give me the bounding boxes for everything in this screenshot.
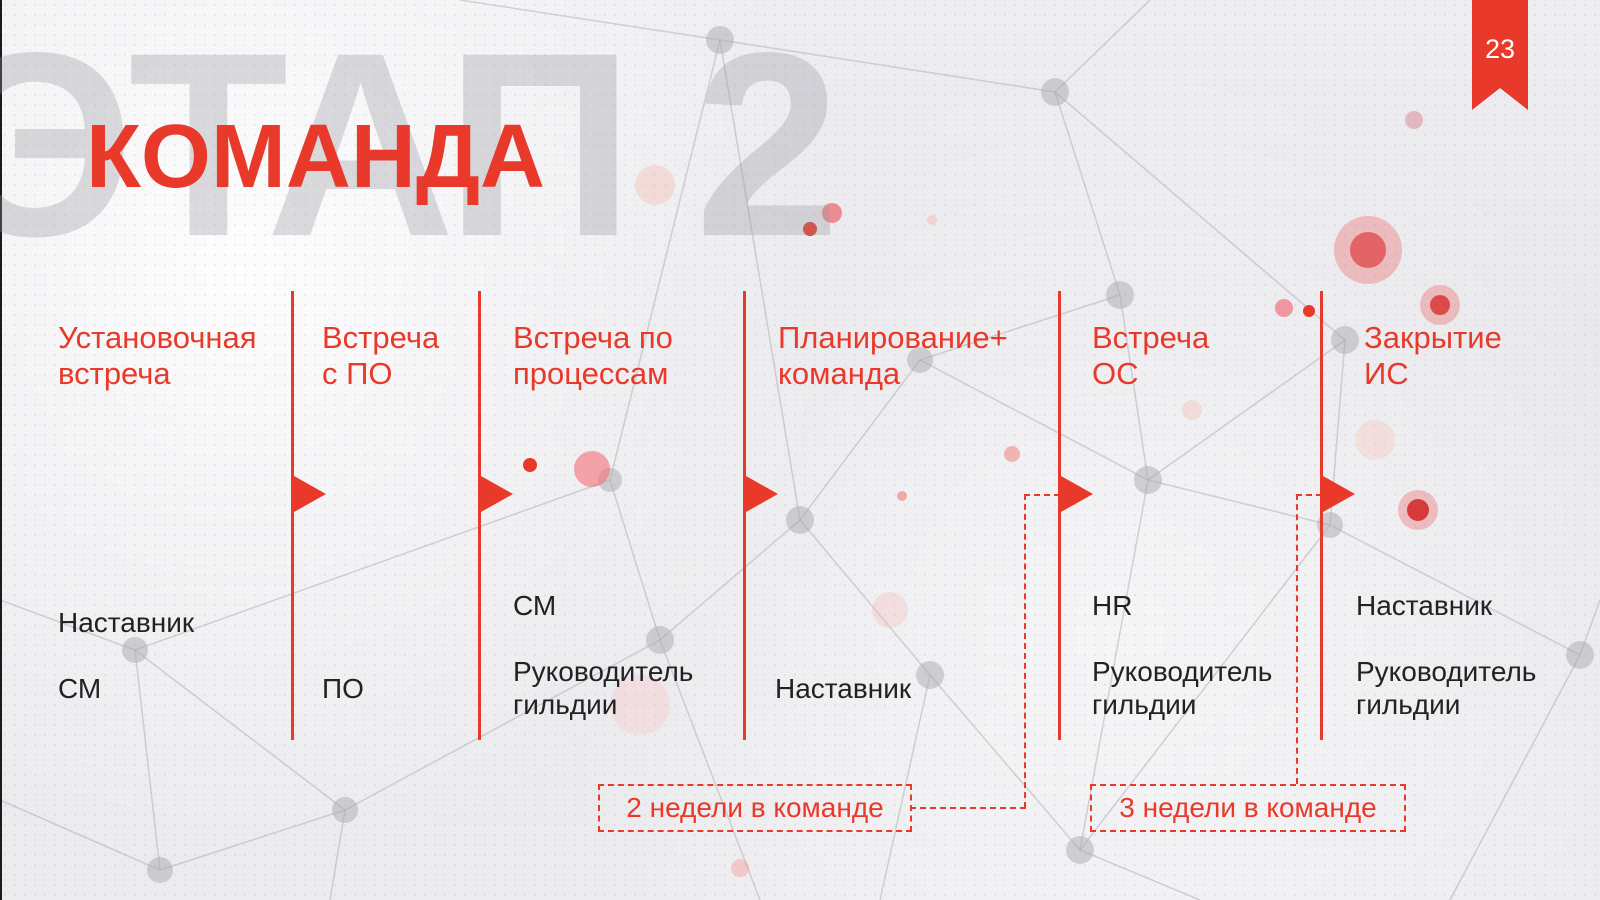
stage-3-participant-2: Руководитель гильдии <box>513 656 694 720</box>
stage-title-6: Закрытие ИС <box>1364 320 1502 391</box>
milestone-line-2 <box>291 291 294 740</box>
background-stage-watermark: ЭТАП 2 <box>0 0 841 291</box>
slide-title: КОМАНДА <box>86 107 546 207</box>
milestone-line-3 <box>478 291 481 740</box>
milestone-flag-2 <box>294 476 326 512</box>
page-number-bookmark: 23 <box>1472 0 1528 110</box>
duration-2-connector-top <box>1296 494 1322 496</box>
milestone-line-4 <box>743 291 746 740</box>
milestone-flag-5 <box>1061 476 1093 512</box>
stage-title-3: Встреча по процессам <box>513 320 673 391</box>
stage-title-5: Встреча ОС <box>1092 320 1210 391</box>
duration-2-connector-vertical <box>1296 494 1298 784</box>
stage-title-4: Планирование+ команда <box>778 320 1008 391</box>
duration-1-connector-vertical <box>1024 494 1026 808</box>
milestone-flag-4 <box>746 476 778 512</box>
stage-5-participant-2: Руководитель гильдии <box>1092 656 1273 720</box>
stage-1-participant-2: СМ <box>58 673 102 704</box>
milestone-line-5 <box>1058 291 1061 740</box>
stage-title-1: Установочная встреча <box>58 320 257 391</box>
milestone-line-6 <box>1320 291 1323 740</box>
stage-1-participant-1: Наставник <box>58 607 195 638</box>
stage-2-participant-1: ПО <box>322 673 364 704</box>
stage-3-participant-1: СМ <box>513 590 557 621</box>
duration-1-connector-top <box>1024 494 1060 496</box>
duration-box-3-weeks: 3 недели в команде <box>1090 784 1406 832</box>
stage-title-2: Встреча с ПО <box>322 320 440 391</box>
milestone-flag-3 <box>481 476 513 512</box>
page-number: 23 <box>1484 34 1516 64</box>
duration-box-2-weeks: 2 недели в команде <box>598 784 912 832</box>
milestone-flag-6 <box>1323 476 1355 512</box>
slide-left-border <box>0 0 2 900</box>
stage-4-participant-1: Наставник <box>775 673 912 704</box>
stage-6-participant-2: Руководитель гильдии <box>1356 656 1537 720</box>
duration-1-connector-bottom <box>910 807 1026 809</box>
stage-6-participant-1: Наставник <box>1356 590 1493 621</box>
stage-5-participant-1: HR <box>1092 590 1133 621</box>
